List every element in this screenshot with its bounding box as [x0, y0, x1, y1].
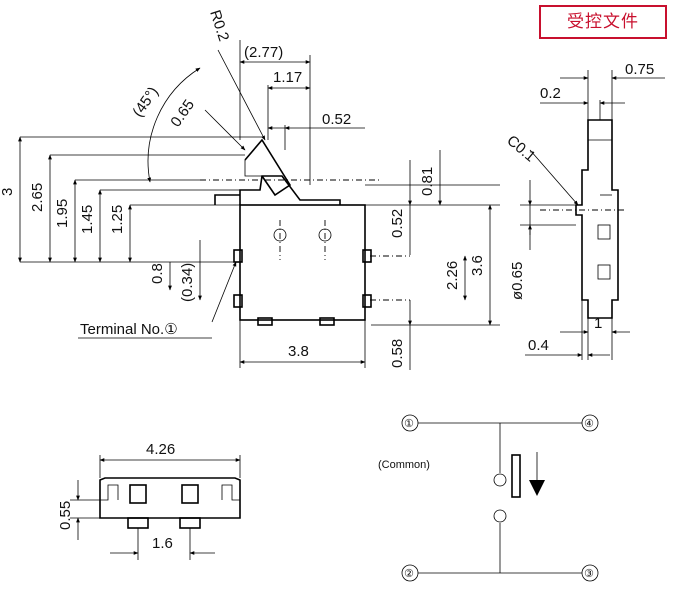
dim-pin-span: 2.26 — [444, 261, 461, 290]
pin-bottom-2 — [319, 317, 335, 326]
dim-height-2: 2.65 — [29, 183, 46, 212]
side-view: 0.75 0.2 C0.1 ø0.65 1 0.4 — [503, 61, 665, 360]
dim-height-3: 1.95 — [54, 199, 71, 228]
actuator-lever — [244, 138, 292, 197]
bottom-pad-1 — [127, 517, 149, 529]
side-body — [575, 119, 619, 319]
actuator-bar — [511, 454, 521, 498]
dim-lever-width: 0.52 — [322, 111, 351, 128]
press-arrow-icon — [529, 480, 545, 496]
bottom-body — [99, 477, 241, 519]
contact-upper — [493, 473, 507, 487]
terminal-4-label: ④ — [584, 418, 594, 430]
controlled-document-stamp: 受控文件 — [539, 5, 667, 39]
dim-chamfer: C0.1 — [503, 132, 538, 165]
dim-lever-length: 0.65 — [167, 97, 198, 131]
dim-height-7: (0.34) — [179, 263, 196, 302]
dim-hole-dia: ø0.65 — [509, 262, 526, 300]
dim-height-6: 0.8 — [149, 263, 166, 284]
common-label: (Common) — [378, 459, 430, 471]
terminal-label: Terminal No.① — [80, 321, 178, 338]
circuit-schematic: ① ④ ② ③ (Common) — [378, 414, 599, 582]
dim-body-width: 3.8 — [288, 343, 309, 360]
lever-base — [214, 175, 341, 205]
stamp-text: 受控文件 — [567, 12, 639, 32]
switch-body — [239, 204, 366, 321]
dim-side-step: 0.2 — [540, 85, 561, 102]
dim-bottom-width: 4.26 — [146, 441, 175, 458]
dim-height-5: 1.25 — [109, 205, 126, 234]
dim-lever-offset: 1.17 — [273, 69, 302, 86]
dim-side-bottom-2: 0.4 — [528, 337, 549, 354]
dim-side-bottom-1: 1 — [594, 315, 602, 332]
dim-radius: R0.2 — [206, 8, 232, 43]
terminal-3-label: ③ — [584, 568, 594, 580]
pin-bottom-1 — [257, 317, 273, 326]
dim-angle: (45°) — [129, 84, 162, 121]
dim-bottom-height: 0.55 — [57, 501, 74, 530]
dim-pin-gap: 0.52 — [389, 209, 406, 238]
top-view: 3 2.65 1.95 1.45 1.25 0.8 (0.34) (2.77) … — [0, 8, 500, 370]
dim-height-4: 1.45 — [79, 205, 96, 234]
dim-body-height: 3.6 — [469, 255, 486, 276]
bottom-pad-2 — [179, 517, 201, 529]
terminal-1-label: ① — [404, 418, 414, 430]
bottom-pin-1 — [129, 484, 147, 504]
dim-pin-bottom: 0.58 — [389, 339, 406, 368]
bottom-view: 4.26 0.55 1.6 — [57, 441, 241, 560]
pin-left-2 — [233, 294, 243, 308]
dim-side-top: 0.75 — [625, 61, 654, 78]
dim-pin-offset: 0.81 — [419, 167, 436, 196]
dim-bottom-pitch: 1.6 — [152, 535, 173, 552]
pin-left-1 — [233, 249, 243, 263]
dim-width-overall: (2.77) — [244, 44, 283, 61]
terminal-2-label: ② — [404, 568, 414, 580]
dim-height-total: 3 — [0, 188, 16, 196]
contact-lower — [493, 509, 507, 523]
bottom-pin-2 — [181, 484, 199, 504]
pin-right-2 — [362, 294, 372, 308]
